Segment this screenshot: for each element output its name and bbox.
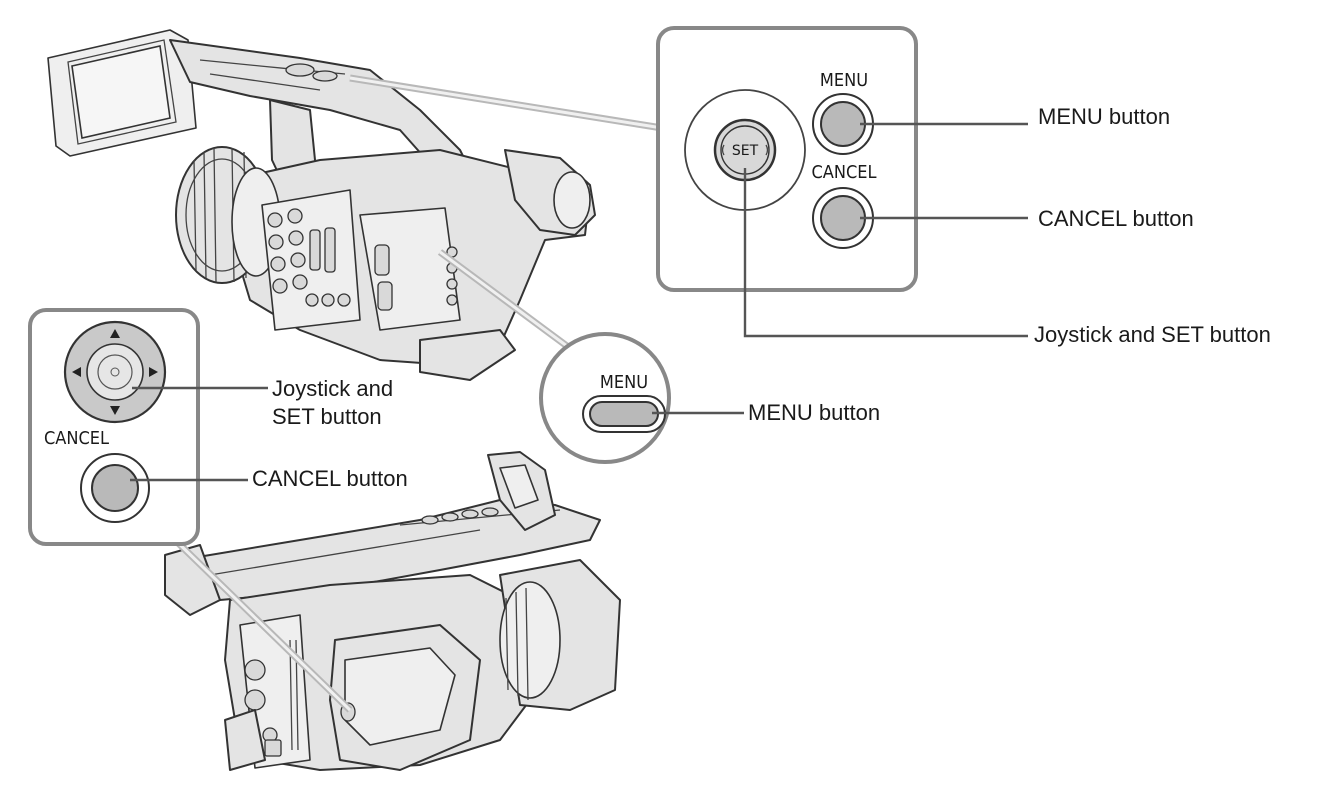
arrow-right-icon — [149, 367, 158, 377]
side-cancel-label: CANCEL — [44, 428, 109, 449]
arrow-up-icon — [110, 329, 120, 338]
side-inset-panel: CANCEL — [28, 308, 200, 546]
top-inset-panel: SET MENU CANCEL — [656, 26, 918, 292]
inset-connector-bands — [167, 74, 663, 713]
callout-joystick-set-side-line1: Joystick and — [272, 376, 393, 401]
callout-cancel-button-side: CANCEL button — [252, 466, 408, 491]
callout-menu-button-bubble: MENU button — [748, 400, 880, 425]
callout-cancel-button-top: CANCEL button — [1038, 206, 1194, 231]
callout-menu-button-top: MENU button — [1038, 104, 1170, 129]
callout-joystick-set-top: Joystick and SET button — [1034, 322, 1271, 347]
menu-button[interactable] — [820, 101, 866, 147]
callout-leaders — [130, 122, 1028, 482]
camcorder-lower-illustration — [164, 451, 621, 771]
menu-button-label: MENU — [820, 70, 868, 91]
callout-joystick-set-side-line2: SET button — [272, 404, 382, 429]
set-button-label: SET — [732, 143, 759, 159]
camcorder-upper-illustration — [47, 29, 596, 381]
bubble-menu-label: MENU — [600, 372, 648, 393]
cancel-button[interactable] — [820, 195, 866, 241]
menu-bubble-inset: MENU — [539, 332, 671, 464]
cancel-button-label: CANCEL — [811, 162, 876, 183]
side-cancel-button[interactable] — [91, 464, 139, 512]
callout-labels: MENU button CANCEL button Joystick and S… — [252, 104, 1271, 491]
bubble-menu-button[interactable] — [589, 401, 659, 427]
arrow-left-icon — [72, 367, 81, 377]
arrow-down-icon — [110, 406, 120, 415]
